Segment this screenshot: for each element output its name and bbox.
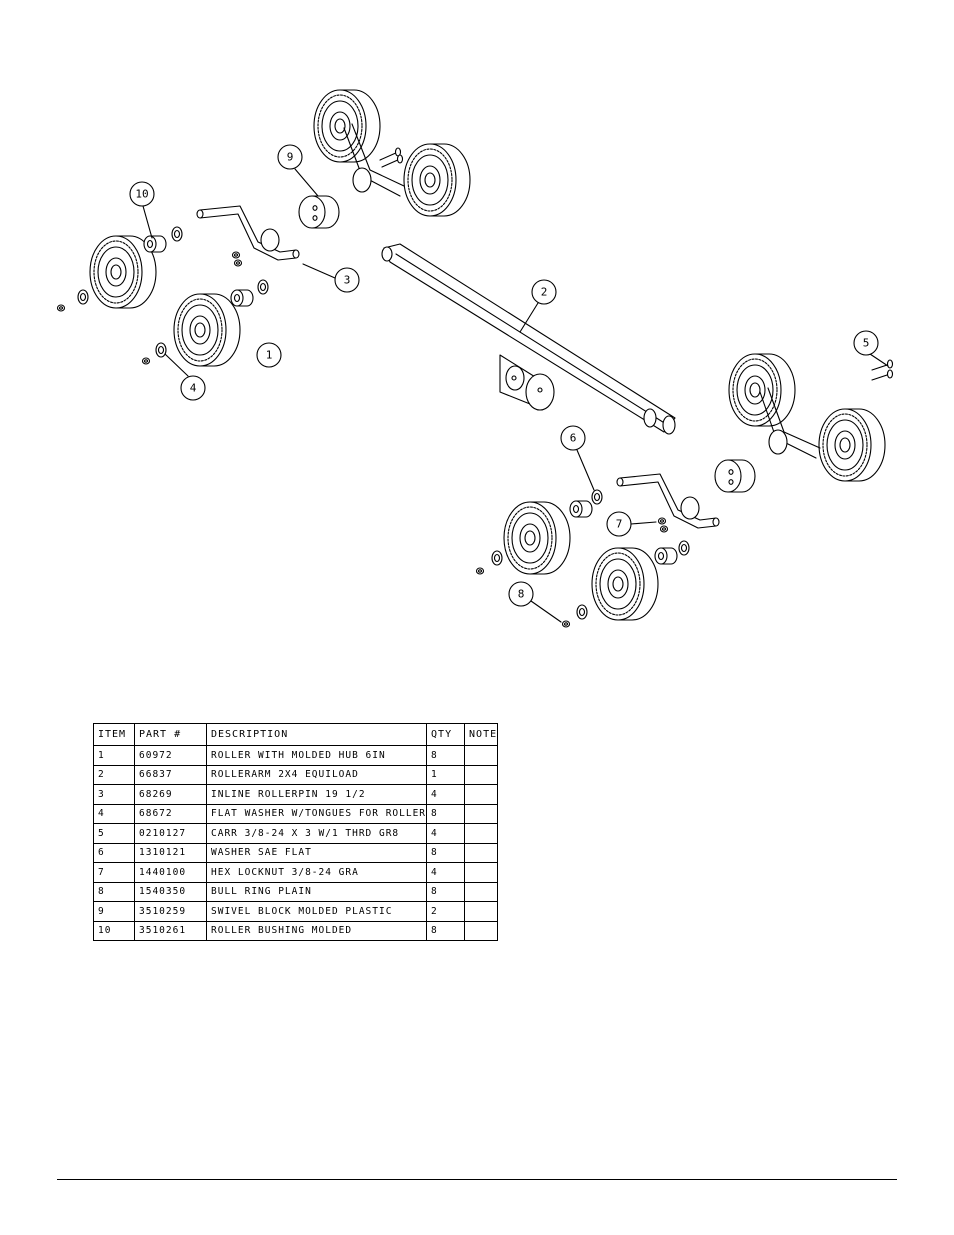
cell-item: 5: [93, 823, 135, 844]
cell-qty: 8: [426, 881, 466, 902]
callout-8: 8: [508, 581, 562, 623]
cell-item: 4: [93, 803, 135, 824]
table-row: 3 68269 INLINE ROLLERPIN 19 1/2 4: [93, 784, 499, 805]
cell-item: 9: [93, 901, 135, 922]
cell-note: [464, 920, 499, 941]
cell-description: ROLLER BUSHING MOLDED: [205, 920, 428, 941]
cell-description: HEX LOCKNUT 3/8-24 GRA: [205, 862, 428, 883]
svg-text:1: 1: [266, 349, 273, 362]
cell-qty: 2: [426, 901, 466, 922]
cell-note: [464, 901, 499, 922]
col-header-part: PART #: [134, 723, 207, 746]
cell-part: 68269: [134, 784, 207, 805]
cell-note: [464, 881, 499, 902]
footer-divider: [57, 1179, 897, 1180]
rollerarm-bar: [381, 243, 676, 435]
callout-1: 1: [256, 342, 282, 368]
swivel-block-right: [714, 459, 756, 493]
callout-10: 10: [129, 181, 155, 239]
svg-text:6: 6: [570, 432, 577, 445]
cell-item: 6: [93, 842, 135, 863]
svg-text:9: 9: [287, 151, 294, 164]
cell-item: 1: [93, 745, 135, 766]
callout-5: 5: [853, 330, 889, 367]
cell-item: 2: [93, 764, 135, 785]
cell-part: 3510259: [134, 901, 207, 922]
cell-qty: 8: [426, 803, 466, 824]
cell-part: 68672: [134, 803, 207, 824]
cell-description: WASHER SAE FLAT: [205, 842, 428, 863]
cell-qty: 8: [426, 920, 466, 941]
cell-description: SWIVEL BLOCK MOLDED PLASTIC: [205, 901, 428, 922]
table-row: 6 1310121 WASHER SAE FLAT 8: [93, 842, 499, 863]
cell-part: 66837: [134, 764, 207, 785]
swivel-block-left: [298, 195, 340, 229]
cell-part: 1440100: [134, 862, 207, 883]
cell-qty: 8: [426, 842, 466, 863]
cell-description: ROLLER WITH MOLDED HUB 6IN: [205, 745, 428, 766]
cell-note: [464, 784, 499, 805]
cell-part: 3510261: [134, 920, 207, 941]
cell-qty: 1: [426, 764, 466, 785]
cell-description: CARR 3/8-24 X 3 W/1 THRD GR8: [205, 823, 428, 844]
svg-text:5: 5: [863, 337, 870, 350]
svg-text:10: 10: [135, 188, 148, 201]
callout-9: 9: [277, 144, 319, 197]
cell-item: 8: [93, 881, 135, 902]
cell-note: [464, 862, 499, 883]
table-row: 5 0210127 CARR 3/8-24 X 3 W/1 THRD GR8 4: [93, 823, 499, 844]
cell-note: [464, 745, 499, 766]
svg-text:4: 4: [190, 382, 197, 395]
cell-note: [464, 823, 499, 844]
lower-right-roller-assembly: [475, 473, 720, 628]
cell-description: ROLLERARM 2X4 EQUILOAD: [205, 764, 428, 785]
cell-item: 10: [93, 920, 135, 941]
cell-note: [464, 764, 499, 785]
left-roller-assembly: [56, 205, 300, 367]
cell-description: INLINE ROLLERPIN 19 1/2: [205, 784, 428, 805]
right-upper-roller-pair: [728, 353, 894, 482]
cell-item: 7: [93, 862, 135, 883]
cell-description: BULL RING PLAIN: [205, 881, 428, 902]
cell-part: 0210127: [134, 823, 207, 844]
svg-text:3: 3: [344, 274, 351, 287]
cell-note: [464, 803, 499, 824]
table-header-row: ITEM PART # DESCRIPTION QTY NOTE: [93, 723, 499, 746]
cell-part: 1540350: [134, 881, 207, 902]
table-row: 1 60972 ROLLER WITH MOLDED HUB 6IN 8: [93, 745, 499, 766]
col-header-note: NOTE: [464, 723, 499, 746]
col-header-item: ITEM: [93, 723, 135, 746]
table-row: 9 3510259 SWIVEL BLOCK MOLDED PLASTIC 2: [93, 901, 499, 922]
cell-part: 60972: [134, 745, 207, 766]
table-row: 10 3510261 ROLLER BUSHING MOLDED 8: [93, 920, 499, 941]
callout-3: 3: [302, 263, 360, 293]
cell-note: [464, 842, 499, 863]
col-header-qty: QTY: [426, 723, 466, 746]
svg-text:7: 7: [616, 518, 623, 531]
callout-2: 2: [519, 279, 557, 333]
cell-part: 1310121: [134, 842, 207, 863]
cell-qty: 8: [426, 745, 466, 766]
cell-description: FLAT WASHER W/TONGUES FOR ROLLER: [205, 803, 428, 824]
svg-text:8: 8: [518, 588, 525, 601]
table-row: 4 68672 FLAT WASHER W/TONGUES FOR ROLLER…: [93, 803, 499, 824]
cell-item: 3: [93, 784, 135, 805]
cell-qty: 4: [426, 784, 466, 805]
svg-text:2: 2: [541, 286, 548, 299]
table-row: 8 1540350 BULL RING PLAIN 8: [93, 881, 499, 902]
cell-qty: 4: [426, 862, 466, 883]
callout-6: 6: [560, 425, 595, 491]
table-row: 7 1440100 HEX LOCKNUT 3/8-24 GRA 4: [93, 862, 499, 883]
upper-roller-pair: [313, 89, 471, 217]
callout-7: 7: [606, 511, 657, 537]
callout-4: 4: [164, 353, 206, 401]
table-row: 2 66837 ROLLERARM 2X4 EQUILOAD 1: [93, 764, 499, 785]
col-header-description: DESCRIPTION: [205, 723, 428, 746]
cell-qty: 4: [426, 823, 466, 844]
exploded-assembly-drawing: 1 2 3 4 5 6 7 8 9 10: [56, 89, 894, 628]
parts-list-table: ITEM PART # DESCRIPTION QTY NOTE 1 60972…: [93, 723, 499, 941]
